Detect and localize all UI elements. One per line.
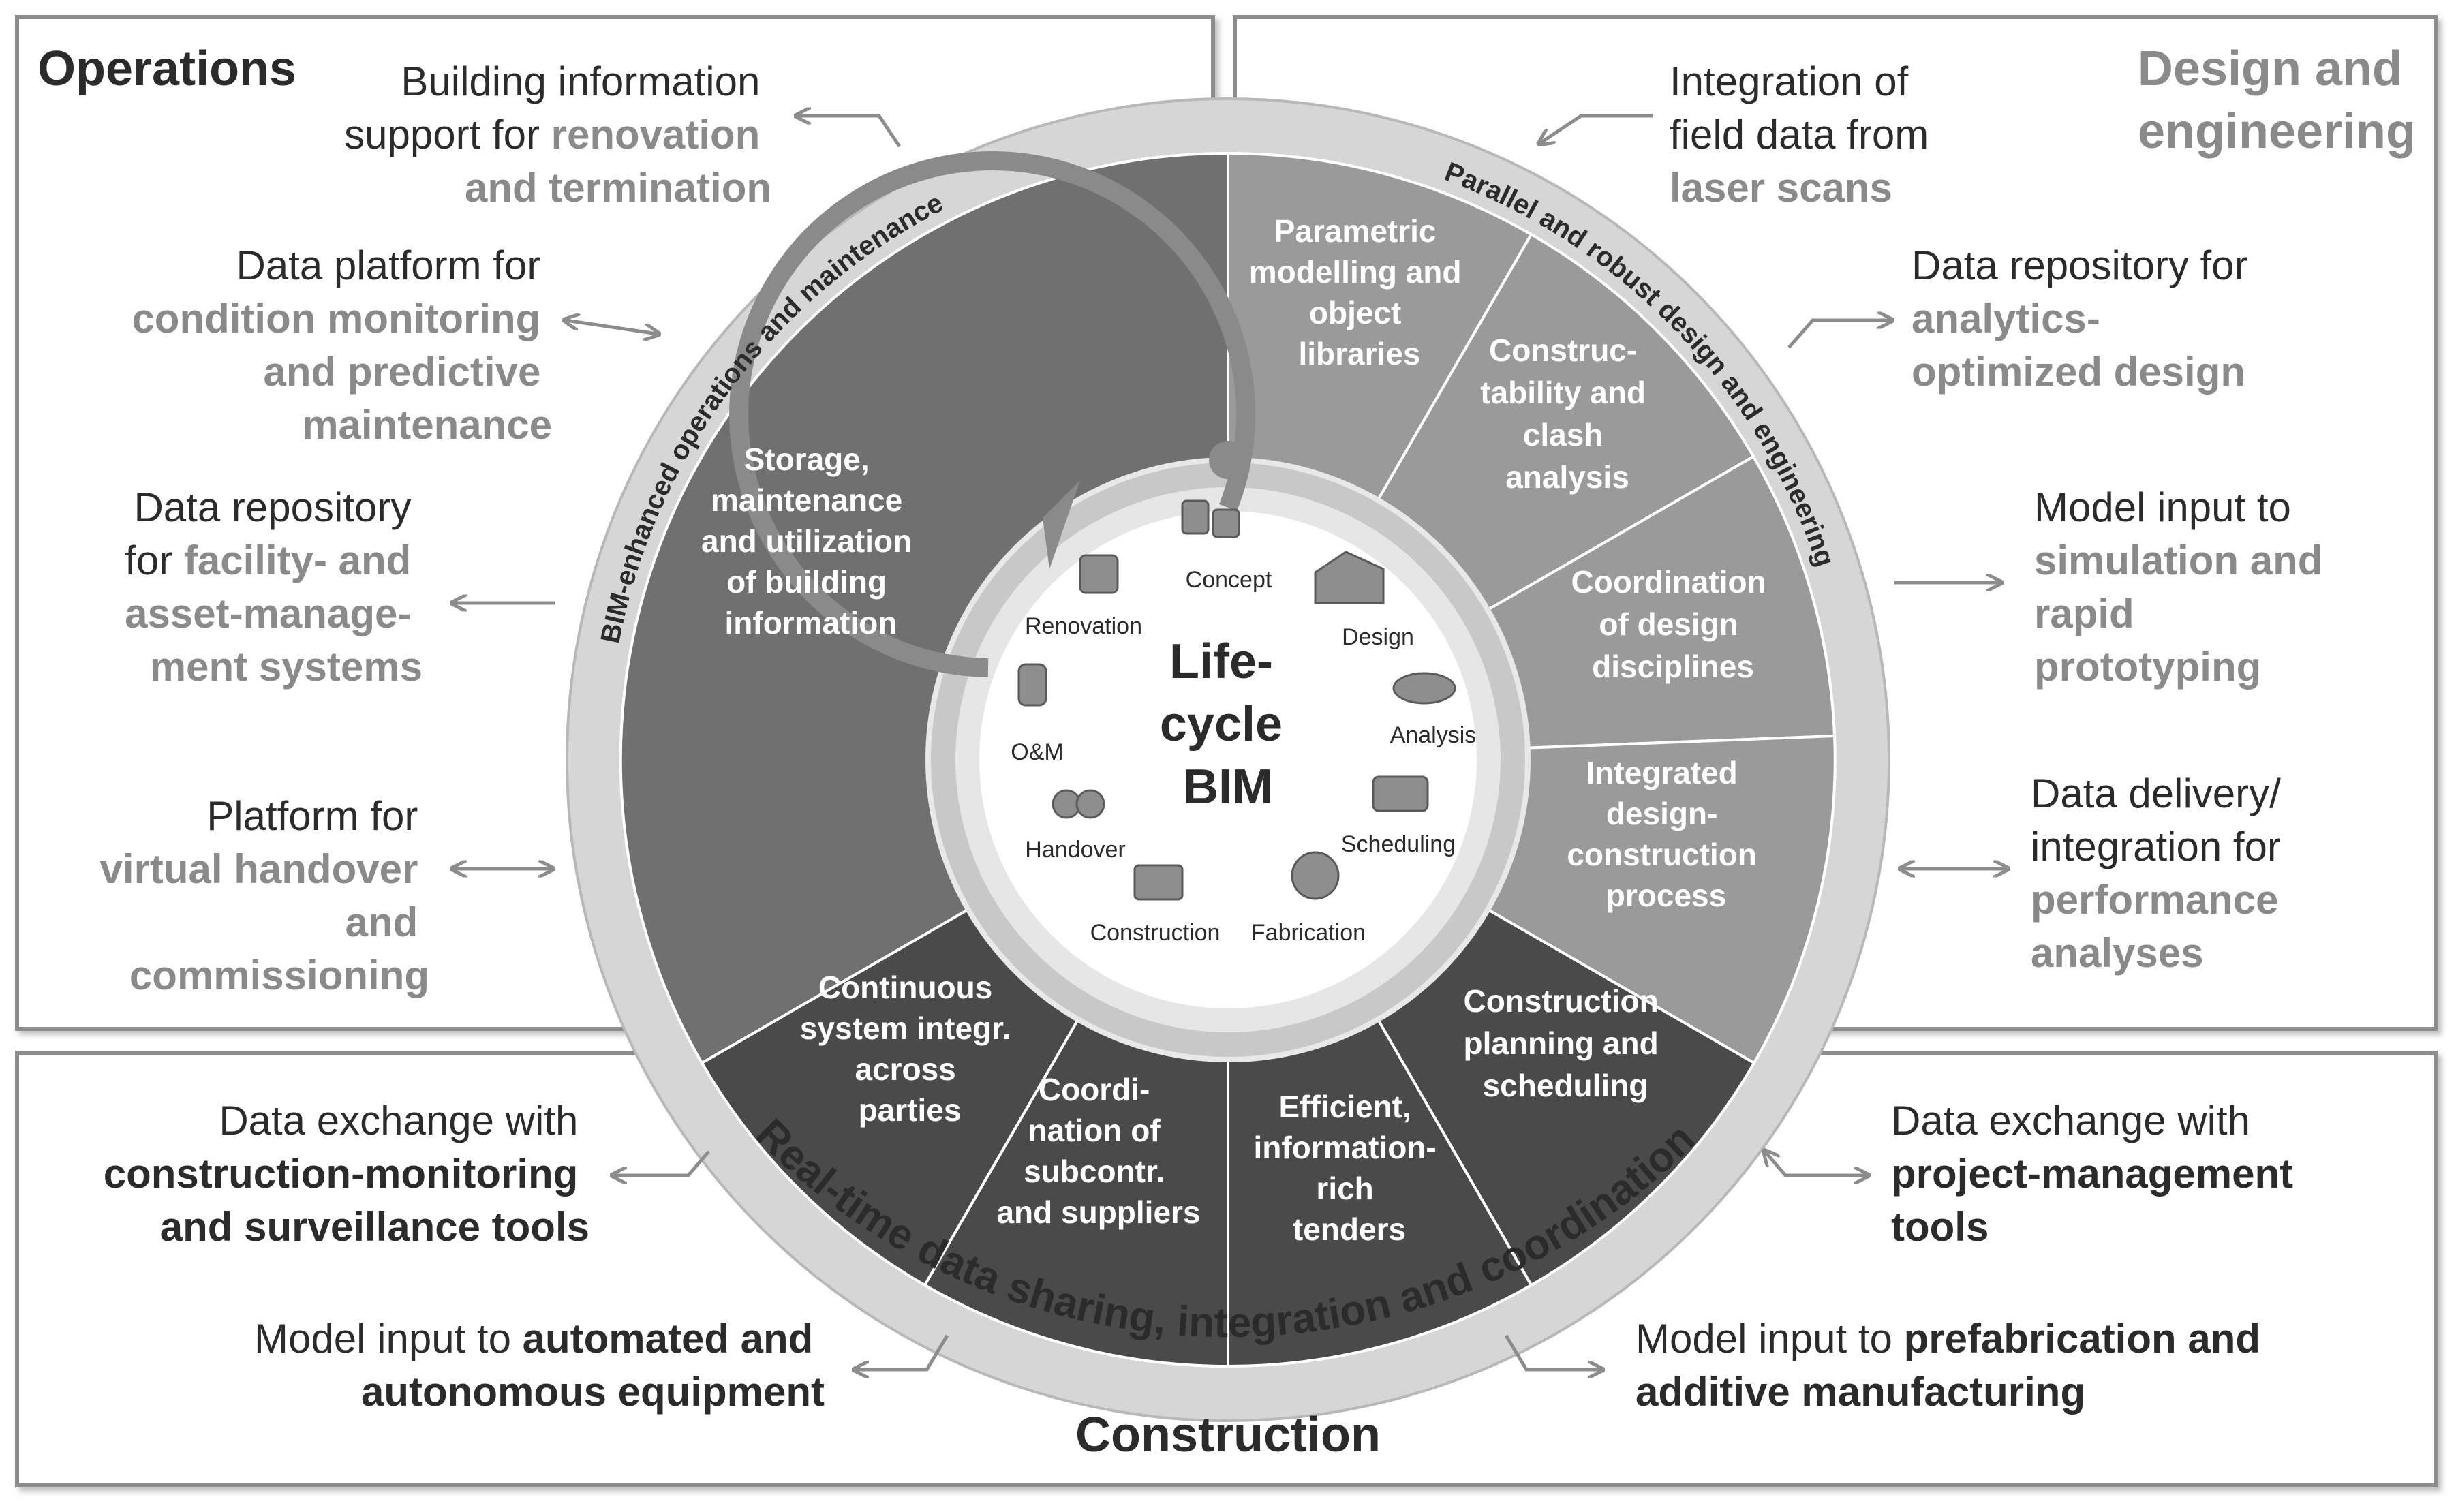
operations-title: Operations <box>37 42 296 96</box>
arrow-con-automated <box>855 1334 949 1370</box>
stage-scheduling: Scheduling <box>1341 831 1456 857</box>
segment-continuous-text: Continuous system integr. across parties <box>800 970 1019 1128</box>
stage-fabrication: Fabrication <box>1251 920 1366 946</box>
label-con-automated: Model input to automated and autonomous … <box>254 1316 825 1415</box>
segment-planning-text: Construction planning and scheduling <box>1464 983 1668 1103</box>
arrow-ops-renovation <box>797 116 902 148</box>
fabrication-icon <box>1291 851 1340 900</box>
concept-icon <box>1181 499 1240 538</box>
arrow-ops-condition <box>566 320 658 334</box>
center-title: Life- cycle BIM <box>1160 634 1296 814</box>
label-ops-condition: Data platform for condition monitoring a… <box>132 243 552 448</box>
hub-center <box>979 511 1477 1008</box>
scheduling-icon <box>1372 775 1429 812</box>
arrow-con-prefab <box>1504 1334 1601 1370</box>
label-con-project: Data exchange with project-management to… <box>1891 1098 2305 1250</box>
stage-om: O&M <box>1011 739 1063 765</box>
label-con-prefab: Model input to prefabrication and additi… <box>1636 1316 2272 1415</box>
handover-icon <box>1052 789 1105 819</box>
om-icon <box>1017 663 1047 707</box>
arrow-con-monitoring <box>613 1150 710 1175</box>
analysis-icon <box>1392 672 1456 705</box>
label-con-monitoring: Data exchange with construction-monitori… <box>104 1098 589 1250</box>
arrow-des-analytics <box>1787 320 1891 349</box>
stage-renovation: Renovation <box>1025 613 1142 639</box>
segment-parametric-text: Parametric modelling and object librarie… <box>1249 213 1471 371</box>
label-des-performance: Data delivery/ integration for performan… <box>2031 771 2292 976</box>
label-des-analytics: Data repository for analytics- optimized… <box>1912 243 2259 395</box>
renovation-icon <box>1079 554 1119 594</box>
label-des-simulation: Model input to simulation and rapid prot… <box>2034 484 2334 690</box>
design-icon <box>1314 551 1385 604</box>
construction-icon <box>1133 864 1184 901</box>
segment-coordination-text: Coordination of design disciplines <box>1571 564 1775 684</box>
lifecycle-start-dot <box>1209 441 1247 479</box>
stage-handover: Handover <box>1025 837 1125 863</box>
segment-constructability-text: Construc- tability and clash analysis <box>1480 333 1655 495</box>
segment-storage-text: Storage, maintenance and utilization of … <box>701 442 921 641</box>
stage-analysis: Analysis <box>1390 722 1477 748</box>
label-ops-handover: Platform for virtual handover and commis… <box>100 793 429 998</box>
lifecycle-arrow <box>729 151 1256 677</box>
stage-concept: Concept <box>1186 567 1272 593</box>
arrow-con-project <box>1765 1152 1867 1175</box>
segment-tenders-text: Efficient, information- rich tenders <box>1253 1089 1445 1247</box>
stage-construction: Construction <box>1090 920 1221 946</box>
segment-subcontr-text: Coordi- nation of subcontr. and supplier… <box>996 1072 1200 1230</box>
design-title: Design and engineering <box>2138 42 2416 159</box>
stage-design: Design <box>1342 624 1414 650</box>
lifecycle-arrowhead <box>1043 480 1080 569</box>
label-des-laser: Integration of field data from laser sca… <box>1670 59 1940 211</box>
arrow-des-laser <box>1540 114 1653 143</box>
construction-title: Construction <box>1075 1408 1381 1462</box>
label-ops-renovation: Building information support for renovat… <box>344 59 771 211</box>
label-ops-facility: Data repository for facility- and asset-… <box>125 484 423 690</box>
segment-integrated-text: Integrated design- construction process <box>1567 755 1765 913</box>
